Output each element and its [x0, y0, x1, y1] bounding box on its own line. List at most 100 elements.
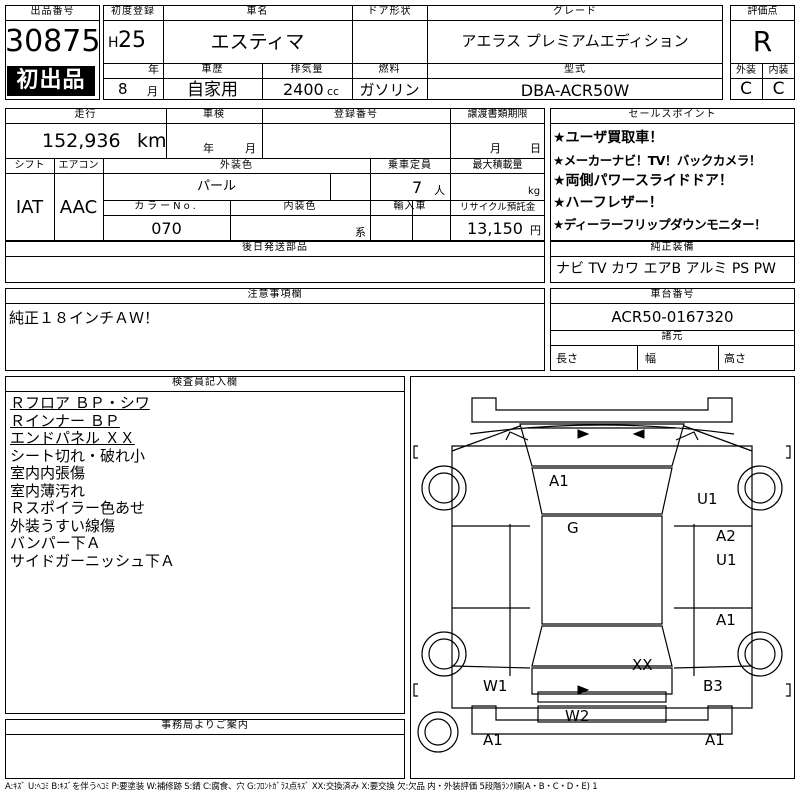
legend-footer: A:ｷｽﾞ U:ﾍｺﾐ B:ｷｽﾞを伴うﾍｺﾐ P:要塗装 W:補修跡 S:錆 …	[5, 782, 598, 792]
first-listing-badge	[7, 66, 95, 96]
interior-grade: C	[772, 79, 785, 99]
shift-label: シフト	[14, 160, 45, 171]
inspection-month-unit: 月	[245, 142, 256, 155]
history: 自家用	[187, 80, 238, 100]
damage-mark: U1	[697, 490, 718, 508]
exterior-grade: C	[740, 79, 752, 99]
car-name-label: 車名	[246, 6, 269, 17]
shift: IAT	[15, 197, 44, 218]
lot-number-label: 出品番号	[30, 6, 75, 17]
first-reg-month-unit: 月	[147, 85, 158, 98]
mileage-unit: km	[137, 130, 167, 152]
capacity-unit: 人	[434, 184, 445, 197]
grade: アエラス プレミアムエディション	[461, 32, 689, 50]
mileage-label: 走行	[74, 109, 97, 120]
damage-mark: A1	[716, 611, 736, 629]
lot-number: 30875	[5, 24, 101, 59]
ext-color-label: 外装色	[220, 160, 253, 171]
score-label: 評価点	[747, 6, 778, 17]
era: H	[108, 35, 119, 51]
ac-label: エアコン	[58, 160, 99, 171]
displacement: 2400	[283, 80, 324, 99]
reg-no-label: 登録番号	[334, 109, 378, 120]
equipment-box	[550, 241, 795, 283]
displacement-unit: cc	[327, 85, 340, 98]
damage-mark: XX	[632, 656, 653, 674]
dims-label: 諸元	[661, 331, 684, 342]
damage-mark: W1	[483, 677, 508, 695]
selling-points-list: ★ユーザ買取車！ ★メーカーナビ！TV！バックカメラ！ ★両側パワースライドドア…	[553, 128, 767, 236]
model-label: 型式	[564, 64, 586, 75]
recycle-label: リサイクル預託金	[459, 202, 536, 213]
max-load-label: 最大積載量	[472, 160, 523, 171]
office-box	[5, 719, 405, 779]
transfer-label: 譲渡書類期限	[467, 109, 528, 120]
selling-points-box	[550, 108, 795, 241]
equipment-label: 純正装備	[650, 242, 695, 253]
mileage: 152,936	[42, 130, 121, 152]
first-listing-text: 初出品	[16, 68, 86, 93]
damage-mark: A1	[549, 472, 569, 490]
inspector-line: バンパー下Ａ	[10, 534, 101, 552]
capacity: 7	[412, 178, 423, 197]
score: R	[752, 25, 773, 58]
fuel: ガソリン	[359, 81, 420, 99]
damage-mark: A1	[705, 731, 725, 749]
notes-label: 注意事項欄	[247, 289, 303, 300]
car-diagram	[413, 397, 791, 753]
later-parts-box	[5, 241, 545, 283]
recycle: 13,150	[467, 219, 523, 238]
import-label: 輸入車	[393, 201, 427, 212]
height-label: 高さ	[724, 352, 746, 365]
displacement-label: 排気量	[290, 64, 324, 75]
recycle-unit: 円	[530, 224, 541, 237]
inspector-line: エンドパネル ＸＸ	[10, 429, 135, 447]
damage-mark: U1	[716, 551, 737, 569]
vehicle-info-box	[5, 108, 545, 241]
inspector-line: サイドガーニッシュ下Ａ	[10, 551, 176, 570]
fuel-label: 燃料	[378, 64, 401, 75]
interior-label: 内装	[768, 65, 789, 76]
ext-color: パール	[196, 179, 236, 194]
car-name: エスティマ	[210, 31, 305, 53]
damage-mark: B3	[703, 677, 723, 695]
history-label: 車歴	[201, 64, 224, 75]
selling-point: ★ハーフレザー！	[553, 194, 663, 211]
damage-mark: W2	[565, 707, 590, 725]
inspector-line: Ｒフロア ＢＰ・シワ	[10, 394, 150, 412]
first-reg-label: 初度登録	[111, 6, 155, 17]
first-reg-year: 25	[118, 28, 146, 53]
door-label: ドア形状	[367, 6, 412, 17]
equipment-value: ナビ TV カワ エアB アルミ PS PW	[556, 261, 776, 277]
transfer-day-unit: 日	[530, 142, 541, 155]
notes-box	[5, 288, 545, 371]
length-label: 長さ	[556, 352, 578, 365]
selling-point: ★ディーラーフリップダウンモニター！	[553, 217, 767, 232]
int-color-unit: 系	[355, 226, 366, 239]
inspector-line: Ｒインナー ＢＰ	[10, 411, 120, 430]
exterior-label: 外装	[736, 65, 756, 76]
capacity-label: 乗車定員	[388, 160, 432, 171]
inspector-box	[5, 376, 405, 714]
chassis-number: ACR50-0167320	[611, 308, 734, 326]
inspector-line: 室内薄汚れ	[10, 481, 86, 500]
first-reg-month: 8	[118, 80, 128, 98]
chassis-label: 車台番号	[650, 289, 695, 300]
inspector-line: 室内内張傷	[10, 464, 86, 482]
selling-points-label: セールスポイント	[628, 109, 717, 120]
header-main-box	[103, 5, 723, 100]
width-label: 幅	[645, 352, 656, 365]
inspector-notes: Ｒフロア ＢＰ・シワ Ｒインナー ＢＰ エンドパネル ＸＸ シート切れ・破れ小 …	[10, 394, 176, 570]
inspector-label: 検査員記入欄	[172, 377, 238, 388]
later-parts-label: 後日発送部品	[242, 242, 308, 253]
color-no: 070	[151, 219, 182, 238]
grade-label: グレード	[553, 6, 597, 17]
inspector-line: 外装うすい線傷	[10, 516, 116, 535]
damage-mark: G	[567, 519, 579, 537]
notes-value: 純正１８インチＡＷ！	[9, 309, 160, 327]
inspection-year-unit: 年	[203, 142, 214, 155]
damage-mark: A1	[483, 731, 503, 749]
int-color-label: 内装色	[283, 201, 317, 212]
lot-number-box	[5, 5, 100, 100]
max-load-unit: kg	[528, 186, 541, 197]
